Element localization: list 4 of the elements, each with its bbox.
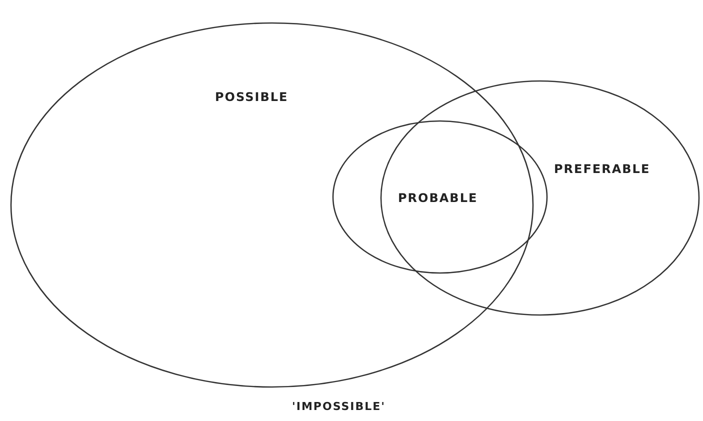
region-label: PREFERABLE bbox=[554, 162, 650, 176]
region-label: POSSIBLE bbox=[215, 90, 288, 104]
outside-label: 'IMPOSSIBLE' bbox=[292, 400, 386, 413]
region-label: PROBABLE bbox=[398, 191, 478, 205]
